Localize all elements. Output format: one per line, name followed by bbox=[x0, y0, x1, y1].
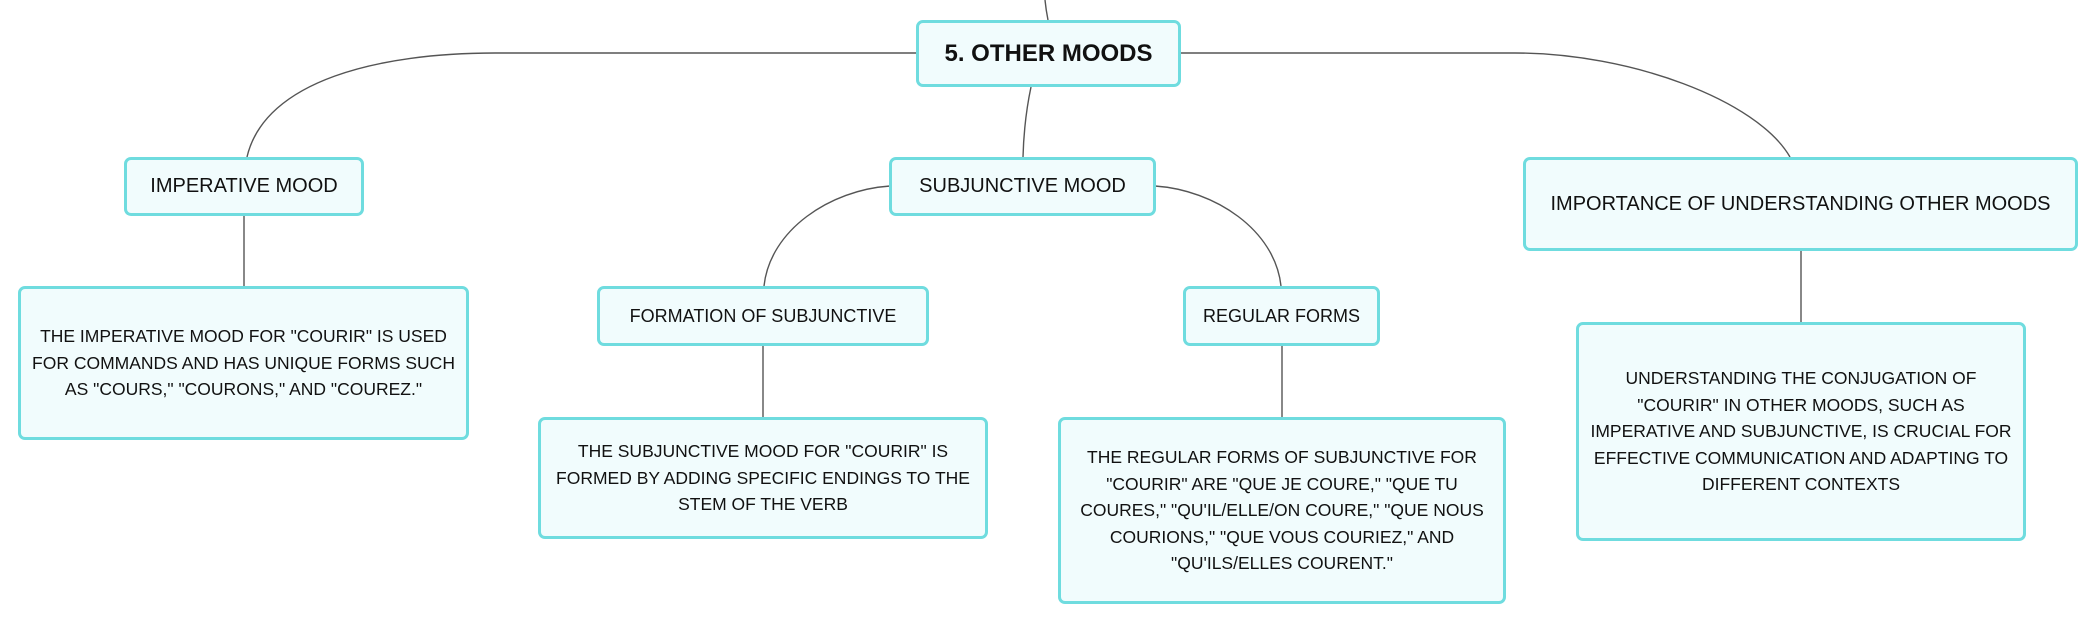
imperative-detail-text: THE IMPERATIVE MOOD FOR "COURIR" IS USED… bbox=[32, 326, 455, 400]
importance-node[interactable]: IMPORTANCE OF UNDERSTANDING OTHER MOODS bbox=[1523, 157, 2078, 251]
formation-detail-node[interactable]: THE SUBJUNCTIVE MOOD FOR "COURIR" IS FOR… bbox=[538, 417, 988, 539]
connector-root-imperative bbox=[246, 52, 916, 158]
connector-root-subjunctive bbox=[1022, 86, 1032, 158]
regular-forms-node[interactable]: REGULAR FORMS bbox=[1183, 286, 1380, 346]
formation-node[interactable]: FORMATION OF SUBJUNCTIVE bbox=[597, 286, 929, 346]
connector-subjunctive-formation bbox=[763, 185, 891, 287]
connector-subjunctive-regular bbox=[1154, 185, 1282, 287]
formation-label: FORMATION OF SUBJUNCTIVE bbox=[629, 305, 897, 326]
regular-forms-detail-text: THE REGULAR FORMS OF SUBJUNCTIVE FOR "CO… bbox=[1080, 447, 1484, 574]
regular-forms-detail-node[interactable]: THE REGULAR FORMS OF SUBJUNCTIVE FOR "CO… bbox=[1058, 417, 1506, 604]
imperative-detail-node[interactable]: THE IMPERATIVE MOOD FOR "COURIR" IS USED… bbox=[18, 286, 469, 440]
imperative-mood-label: IMPERATIVE MOOD bbox=[150, 175, 338, 197]
importance-label: IMPORTANCE OF UNDERSTANDING OTHER MOODS bbox=[1550, 192, 2051, 215]
root-label: 5. OTHER MOODS bbox=[944, 39, 1153, 67]
formation-detail-text: THE SUBJUNCTIVE MOOD FOR "COURIR" IS FOR… bbox=[556, 441, 970, 515]
connector-root-importance bbox=[1181, 52, 1791, 158]
imperative-mood-node[interactable]: IMPERATIVE MOOD bbox=[124, 157, 364, 216]
regular-forms-label: REGULAR FORMS bbox=[1202, 305, 1361, 326]
subjunctive-mood-label: SUBJUNCTIVE MOOD bbox=[919, 175, 1126, 197]
root-node[interactable]: 5. OTHER MOODS bbox=[916, 20, 1181, 87]
importance-detail-node[interactable]: UNDERSTANDING THE CONJUGATION OF "COURIR… bbox=[1576, 322, 2026, 541]
connector-parent-root bbox=[1044, 0, 1049, 21]
subjunctive-mood-node[interactable]: SUBJUNCTIVE MOOD bbox=[889, 157, 1156, 216]
importance-detail-text: UNDERSTANDING THE CONJUGATION OF "COURIR… bbox=[1590, 368, 2012, 495]
